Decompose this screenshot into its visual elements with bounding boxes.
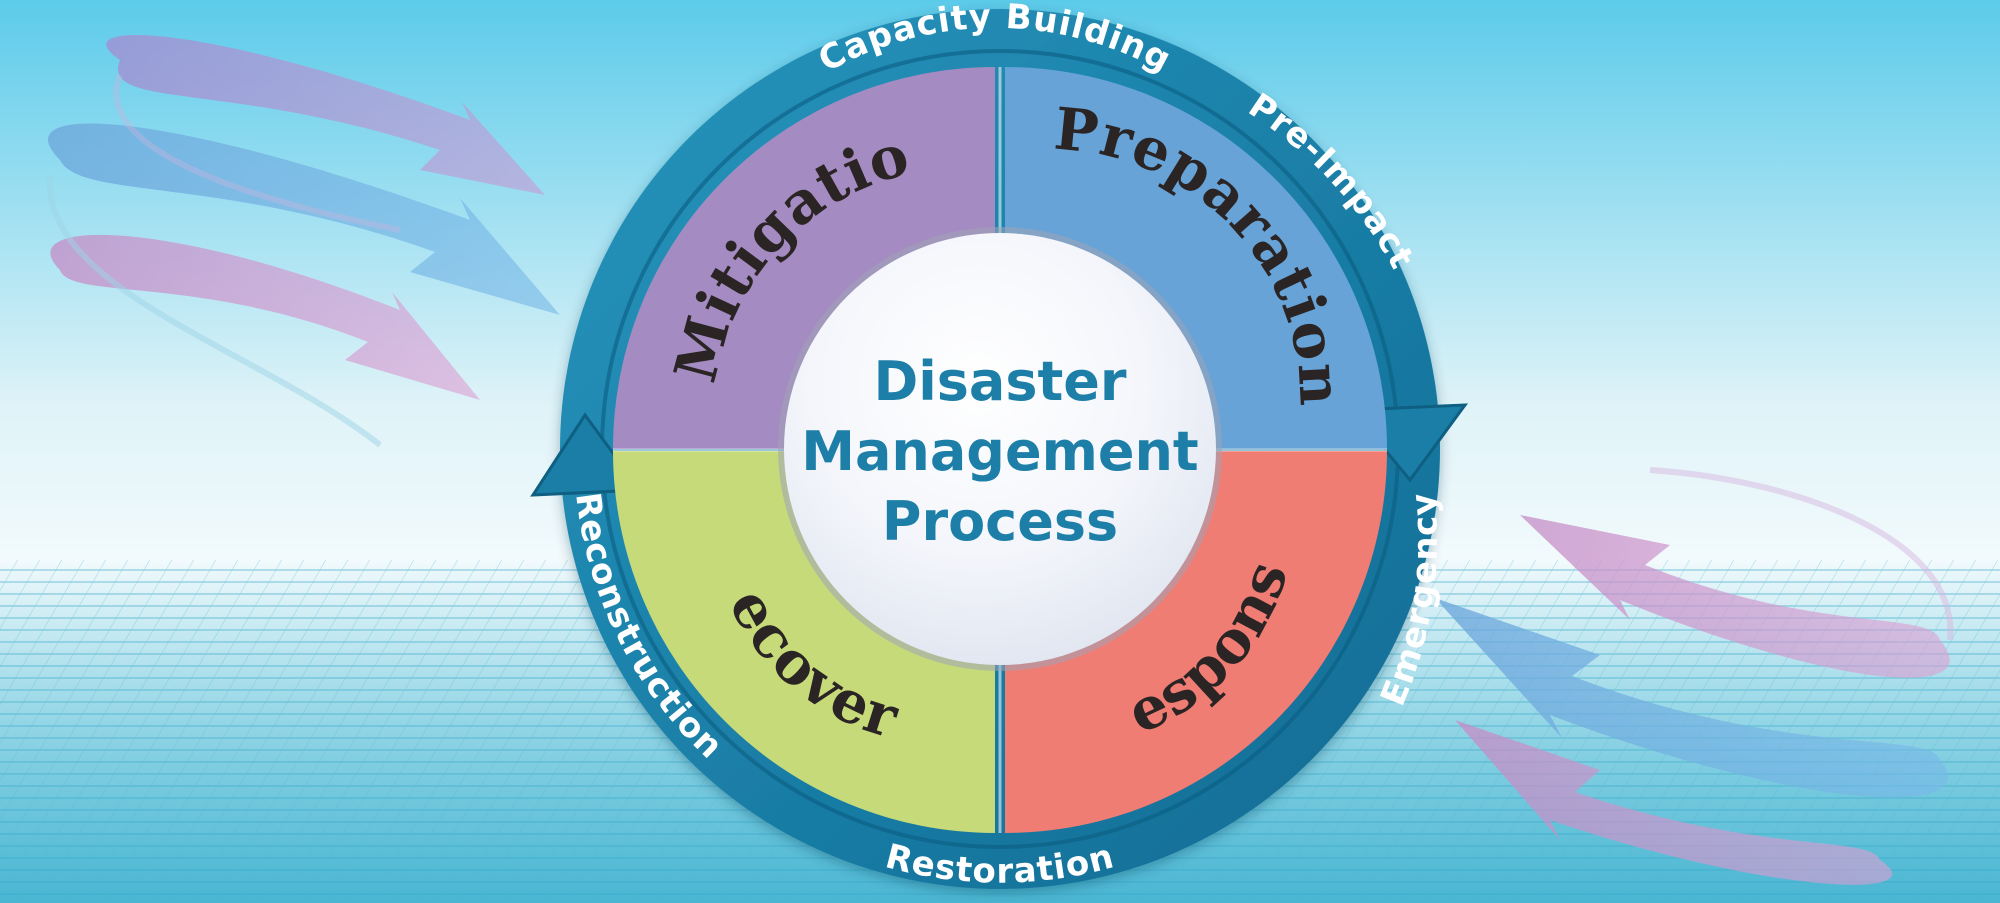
center-title-line-1: Disaster [873,350,1126,413]
decorative-arrows-left [46,35,561,448]
center-title-line-2: Management [801,420,1199,483]
center-title-line-3: Process [882,490,1118,553]
decorative-arrows-right [1435,467,1954,885]
center-circle [784,233,1216,665]
ring-arrow-left-icon [530,412,643,497]
